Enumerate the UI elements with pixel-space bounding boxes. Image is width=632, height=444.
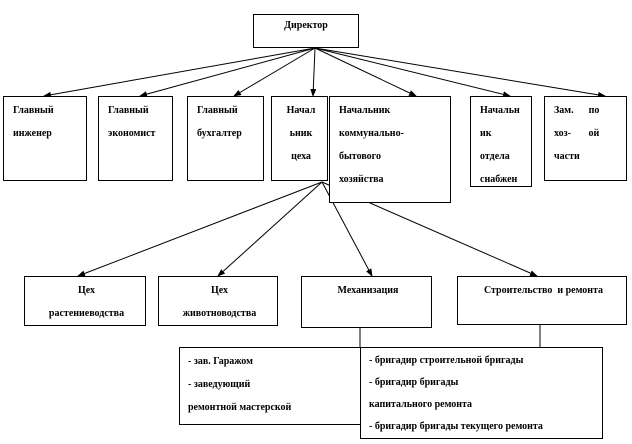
sub-item: - бригадир бригады текущего ремонта <box>369 421 543 432</box>
level1-unit-label: бухгалтер <box>197 128 242 139</box>
level1-unit-label: Главный <box>108 105 149 116</box>
level1-unit-box: Главный инженер <box>3 96 87 181</box>
level1-unit-box: Начальник коммунально-бытового хозяйства <box>329 96 451 203</box>
level1-unit-label: снабжен <box>480 174 518 185</box>
level2-unit-box: Механизация <box>301 276 432 328</box>
arrow-shop-to-division <box>217 181 323 277</box>
level1-unit-box: Зам. по хоз- ой части <box>544 96 627 181</box>
level1-unit-label: экономист <box>108 128 156 139</box>
level1-unit-label: коммунально- <box>339 128 404 139</box>
level1-unit-label: хозяйства <box>339 174 384 185</box>
sub-item: капитального ремонта <box>369 399 473 410</box>
level1-unit-label: части <box>554 151 580 162</box>
level1-unit-box: Главный экономист <box>98 96 173 181</box>
sub-item: - бригадир бригады <box>369 377 459 388</box>
arrow-director-to-unit <box>314 47 511 98</box>
arrow-director-to-unit <box>233 47 316 97</box>
arrow-director-to-unit <box>314 47 606 98</box>
director-label: Директор <box>284 20 328 31</box>
level2-unit-box: Строительство и ремонта <box>457 276 627 325</box>
arrow-director-to-unit <box>314 47 417 97</box>
level1-unit-label: Зам. по <box>554 105 600 116</box>
level1-unit-label: инженер <box>13 128 52 139</box>
level1-unit-label: Начальн <box>480 105 520 116</box>
level1-unit-label: Главный <box>13 105 54 116</box>
level1-unit-label: хоз- ой <box>554 128 600 139</box>
sub-item: - бригадир строительной бригады <box>369 355 524 366</box>
level2-unit-label: Цех <box>77 285 96 296</box>
construction-subunits: - бригадир строительной бригады - бригад… <box>360 347 603 439</box>
level1-unit-label: Начал <box>286 105 316 116</box>
arrow-shop-to-division <box>77 181 323 277</box>
level2-unit-label: растениеводства <box>48 308 125 319</box>
arrow-director-to-unit <box>43 47 316 98</box>
level2-unit-label: Цех <box>210 285 229 296</box>
level1-unit-box: Главный бухгалтер <box>187 96 264 181</box>
sub-item: - заведующий <box>188 379 251 390</box>
level2-unit-label: животноводства <box>182 308 257 319</box>
level1-unit-label: отдела <box>480 151 510 162</box>
level1-unit-label: бытового <box>339 151 381 162</box>
sub-item: ремонтной мастерской <box>188 402 292 413</box>
level1-unit-box: Начал ьник цеха <box>271 96 328 181</box>
level1-unit-label: Главный <box>197 105 238 116</box>
level2-unit-box: Цех животноводства <box>158 276 278 326</box>
level1-unit-label: ик <box>480 128 492 139</box>
level1-unit-label: цеха <box>291 151 311 162</box>
sub-item: - зав. Гаражом <box>188 356 253 367</box>
mechanization-subunits: - зав. Гаражом - заведующий ремонтной ма… <box>179 347 362 425</box>
level2-unit-label: Механизация <box>337 285 399 296</box>
level2-unit-label: Строительство и ремонта <box>483 285 604 296</box>
level1-unit-label: Начальник <box>339 105 391 116</box>
level1-unit-box: Начальн ик отдела снабжен <box>470 96 532 187</box>
arrow-director-to-unit <box>139 47 316 98</box>
level2-unit-box: Цех растениеводства <box>24 276 146 326</box>
arrow-director-to-unit <box>310 47 317 97</box>
director-box: Директор <box>253 14 359 48</box>
level1-unit-label: ьник <box>289 128 313 139</box>
